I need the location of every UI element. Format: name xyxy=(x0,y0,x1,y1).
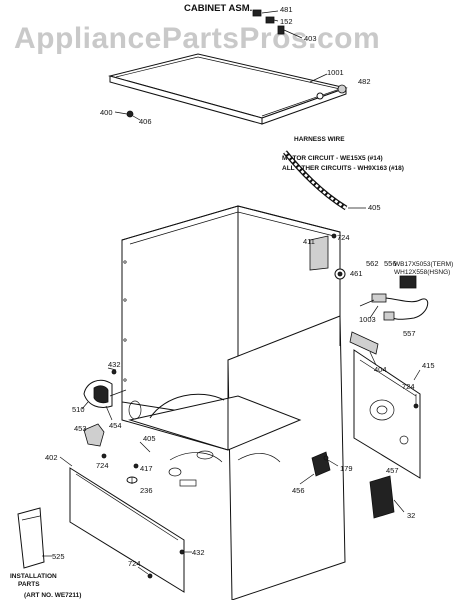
callout-404: 404 xyxy=(374,365,387,374)
callout-454: 454 xyxy=(109,421,122,430)
callout-236: 236 xyxy=(140,486,153,495)
callout-461: 461 xyxy=(350,269,363,278)
terminal-block-assembly xyxy=(359,275,429,321)
lid-bumper xyxy=(337,84,347,94)
installation-label-line1: INSTALLATION xyxy=(10,573,57,580)
callout-179: 179 xyxy=(340,464,353,473)
filter-housing xyxy=(369,475,405,519)
callout-417: 417 xyxy=(140,464,153,473)
screw-406 xyxy=(114,110,141,121)
callout-482: 482 xyxy=(358,77,371,86)
callout-400: 400 xyxy=(100,108,113,117)
harness-heading: HARNESS WIRE xyxy=(294,136,345,143)
callout-481: 481 xyxy=(280,5,293,14)
callout-724-strike: 724 xyxy=(96,461,109,470)
callout-457: 457 xyxy=(386,466,399,475)
callout-724-rear: 724 xyxy=(402,382,415,391)
installation-art-no: (ART NO. WE7211) xyxy=(24,592,81,599)
callout-724-bracket: 724 xyxy=(337,233,350,242)
callout-432-upper: 432 xyxy=(108,360,121,369)
part-number-hsng: WH12X558(HSNG) xyxy=(394,269,450,276)
diagram-title: CABINET ASM. xyxy=(184,3,252,14)
callout-403: 403 xyxy=(304,34,317,43)
callout-1001: 1001 xyxy=(327,68,344,77)
callout-562: 562 xyxy=(366,259,379,268)
callout-411: 411 xyxy=(303,237,315,246)
installation-label-line2: PARTS xyxy=(18,581,40,588)
screw-432-lower xyxy=(179,549,192,555)
door-strike xyxy=(83,423,151,484)
harness-other-circuits: ALL OTHER CIRCUITS - WH9X163 (#18) xyxy=(282,165,404,172)
callout-453: 453 xyxy=(74,424,87,433)
callout-525: 525 xyxy=(52,552,65,561)
harness-wire xyxy=(283,150,366,211)
callout-402: 402 xyxy=(45,453,58,462)
callout-456: 456 xyxy=(292,486,305,495)
top-panel xyxy=(108,53,348,125)
screw-179 xyxy=(323,455,339,467)
callout-1003: 1003 xyxy=(359,315,376,324)
callout-406: 406 xyxy=(139,117,152,126)
watermark: AppliancePartsPros.com xyxy=(14,22,380,55)
harness-motor-circuit: MOTOR CIRCUIT - WE15X5 (#14) xyxy=(282,155,383,162)
callout-405-cabinet: 405 xyxy=(143,434,156,443)
installation-parts-bag xyxy=(17,507,52,569)
screw-724-lower xyxy=(137,566,153,579)
callout-32: 32 xyxy=(407,511,415,520)
callout-152: 152 xyxy=(280,17,293,26)
callout-405-harness: 405 xyxy=(368,203,381,212)
part-number-term: WB17X5053(TERM) xyxy=(394,261,453,268)
callout-556: 556 xyxy=(384,259,397,268)
bracket-404 xyxy=(349,331,379,355)
callout-557: 557 xyxy=(403,329,416,338)
toe-panel xyxy=(59,456,185,593)
callout-432-lower: 432 xyxy=(192,548,205,557)
rear-panel xyxy=(353,349,421,479)
plug-461 xyxy=(334,268,346,280)
callout-724-lower: 724 xyxy=(128,559,141,568)
bracket-411 xyxy=(309,233,337,271)
door-switch xyxy=(83,379,127,408)
callout-415: 415 xyxy=(422,361,435,370)
screw-432-upper xyxy=(107,367,117,375)
callout-510: 510 xyxy=(72,405,85,414)
top-hinge-hardware xyxy=(252,9,303,39)
